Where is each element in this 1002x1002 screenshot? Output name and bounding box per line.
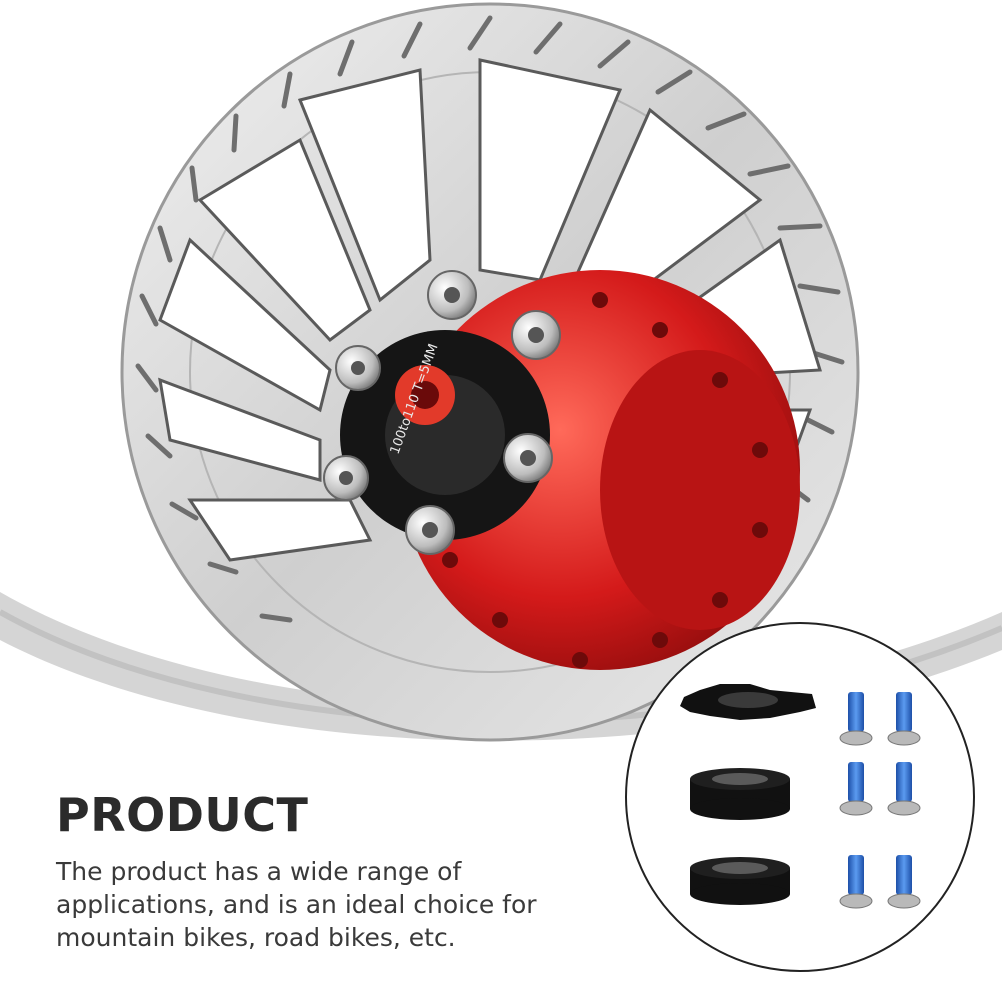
screw-icon bbox=[839, 762, 873, 816]
spacer-ring bbox=[690, 857, 790, 905]
screw-icon bbox=[887, 855, 921, 909]
accessories-inset bbox=[625, 622, 975, 972]
screw-icon bbox=[887, 762, 921, 816]
center-lock-adapter: 100to110 T=5MM bbox=[340, 330, 550, 540]
spacer-ring bbox=[690, 768, 790, 820]
rotor-bolts bbox=[323, 270, 561, 555]
screw-icon bbox=[887, 692, 921, 746]
screw-icon bbox=[839, 855, 873, 909]
product-description: The product has a wide range of applicat… bbox=[56, 857, 537, 952]
screw-icon bbox=[839, 692, 873, 746]
product-heading: PRODUCT bbox=[56, 788, 309, 842]
